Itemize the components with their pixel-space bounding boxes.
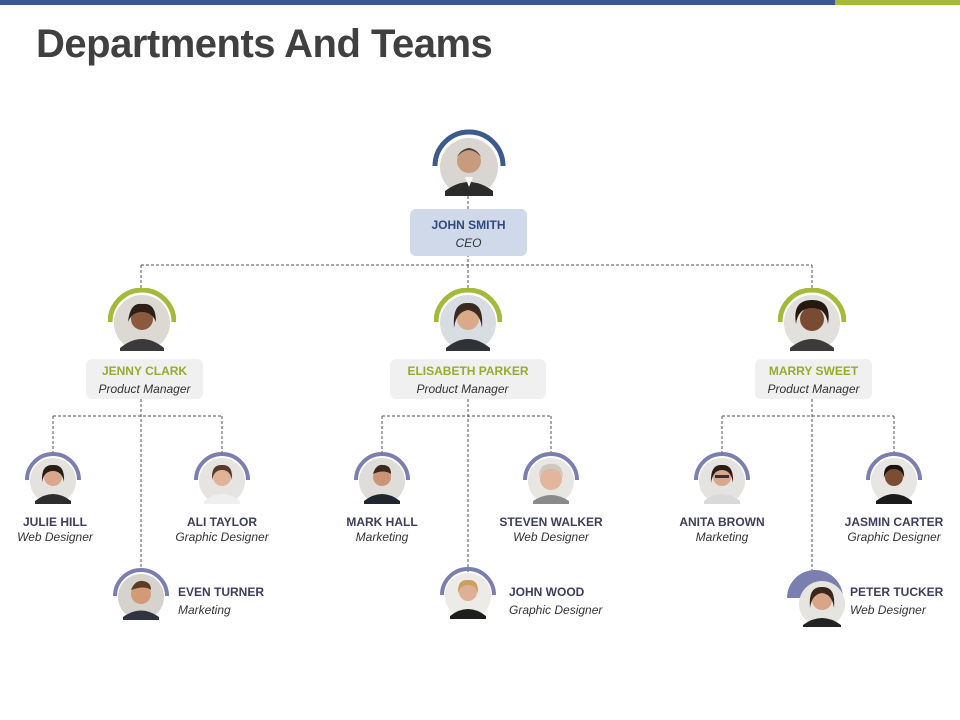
- top-accent-bar-blue: [0, 0, 835, 5]
- steven-walker-avatar: [523, 452, 579, 504]
- elisabeth-parker-avatar: [434, 288, 502, 351]
- jasmin-carter-role: Graphic Designer: [847, 530, 941, 544]
- marry-sweet-role: Product Manager: [767, 382, 860, 396]
- even-turner-name: EVEN TURNER: [178, 585, 265, 599]
- peter-tucker-name: PETER TUCKER: [850, 585, 944, 599]
- marry-sweet-label-box: MARRY SWEET Product Manager: [755, 359, 872, 399]
- mark-hall-name: MARK HALL: [346, 515, 418, 529]
- even-turner-avatar: [113, 568, 169, 620]
- jenny-clark-role: Product Manager: [98, 382, 191, 396]
- ceo-label-box: JOHN SMITH CEO: [410, 209, 527, 256]
- ceo-role: CEO: [455, 236, 482, 250]
- anita-brown-avatar: [694, 452, 750, 504]
- jenny-clark-label-box: JENNY CLARK Product Manager: [86, 359, 203, 399]
- anita-brown-role: Marketing: [695, 530, 749, 544]
- marry-sweet-name: MARRY SWEET: [768, 364, 859, 378]
- peter-tucker-role: Web Designer: [850, 603, 926, 617]
- julie-hill-role: Web Designer: [17, 530, 93, 544]
- marry-sweet-avatar: [778, 288, 846, 351]
- elisabeth-parker-label-box: ELISABETH PARKER Product Manager: [390, 359, 546, 399]
- peter-tucker-avatar: [787, 570, 845, 627]
- ceo-avatar: [432, 129, 506, 196]
- steven-walker-role: Web Designer: [513, 530, 589, 544]
- page-title: Departments And Teams: [36, 22, 493, 66]
- ceo-name: JOHN SMITH: [431, 218, 506, 232]
- jasmin-carter-name: JASMIN CARTER: [844, 515, 944, 529]
- ali-taylor-avatar: [194, 452, 250, 504]
- top-accent-bar-green: [835, 0, 960, 5]
- jenny-clark-avatar: [108, 288, 176, 351]
- ali-taylor-role: Graphic Designer: [175, 530, 269, 544]
- ali-taylor-name: ALI TAYLOR: [186, 515, 258, 529]
- jasmin-carter-avatar: [866, 452, 922, 504]
- john-wood-avatar: [440, 567, 496, 619]
- mark-hall-role: Marketing: [355, 530, 409, 544]
- john-wood-name: JOHN WOOD: [509, 585, 585, 599]
- mark-hall-avatar: [354, 452, 410, 504]
- anita-brown-name: ANITA BROWN: [679, 515, 765, 529]
- steven-walker-name: STEVEN WALKER: [499, 515, 603, 529]
- elisabeth-parker-name: ELISABETH PARKER: [407, 364, 529, 378]
- julie-hill-name: JULIE HILL: [22, 515, 88, 529]
- jenny-clark-name: JENNY CLARK: [101, 364, 188, 378]
- julie-hill-avatar: [25, 452, 81, 504]
- even-turner-role: Marketing: [178, 603, 231, 617]
- elisabeth-parker-role: Product Manager: [416, 382, 509, 396]
- john-wood-role: Graphic Designer: [509, 603, 603, 617]
